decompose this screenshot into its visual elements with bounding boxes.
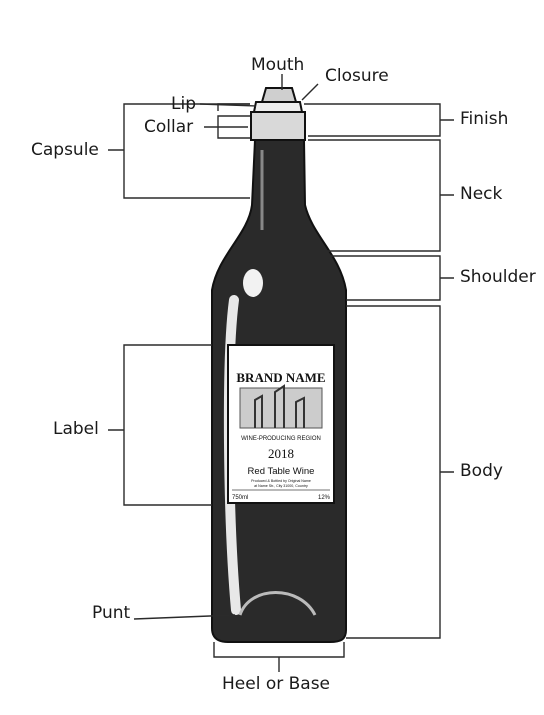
label-abv: 12% (318, 495, 331, 501)
part-label-label: Label (53, 419, 99, 439)
punt-leader (133, 614, 236, 620)
capsule-lip (252, 101, 304, 113)
castle-icon (254, 384, 305, 428)
shoulder-highlight (243, 269, 263, 297)
label-bracket (108, 344, 212, 506)
part-label-body: Body (460, 461, 503, 481)
label-castle-image (239, 387, 323, 429)
part-label-punt: Punt (92, 603, 131, 623)
finish-bracket (304, 103, 454, 137)
part-label-mouth: Mouth (251, 55, 305, 75)
shoulder-bracket (322, 255, 454, 301)
part-label-lip: Lip (171, 94, 196, 114)
collar-bracket (217, 115, 250, 139)
part-label-neck: Neck (460, 184, 503, 204)
part-label-heel: Heel or Base (222, 674, 331, 694)
part-label-finish: Finish (460, 109, 509, 129)
part-label-capsule: Capsule (31, 140, 99, 160)
label-year: 2018 (268, 446, 294, 461)
closure-leader (301, 83, 319, 101)
label-region: WINE-PRODUCING REGION (241, 436, 321, 442)
punt-shape (238, 591, 317, 616)
label-brand: BRAND NAME (236, 370, 325, 385)
label-type: Red Table Wine (248, 466, 315, 477)
brackets (108, 103, 454, 672)
neck-bracket (308, 139, 454, 252)
capsule-bracket (108, 103, 250, 199)
capsule-collar (250, 111, 306, 141)
part-label-collar: Collar (144, 117, 194, 137)
cork-closure (260, 87, 298, 103)
part-label-closure: Closure (325, 66, 389, 86)
label-volume: 750ml (232, 495, 248, 501)
part-label-shoulder: Shoulder (460, 267, 536, 287)
heel-bracket (213, 642, 345, 672)
label-producer-1: Produced & Bottled by Original Name (251, 479, 311, 483)
body-bracket (346, 305, 454, 639)
label-producer-2: at Name Str., City 31000, Country (254, 484, 308, 488)
